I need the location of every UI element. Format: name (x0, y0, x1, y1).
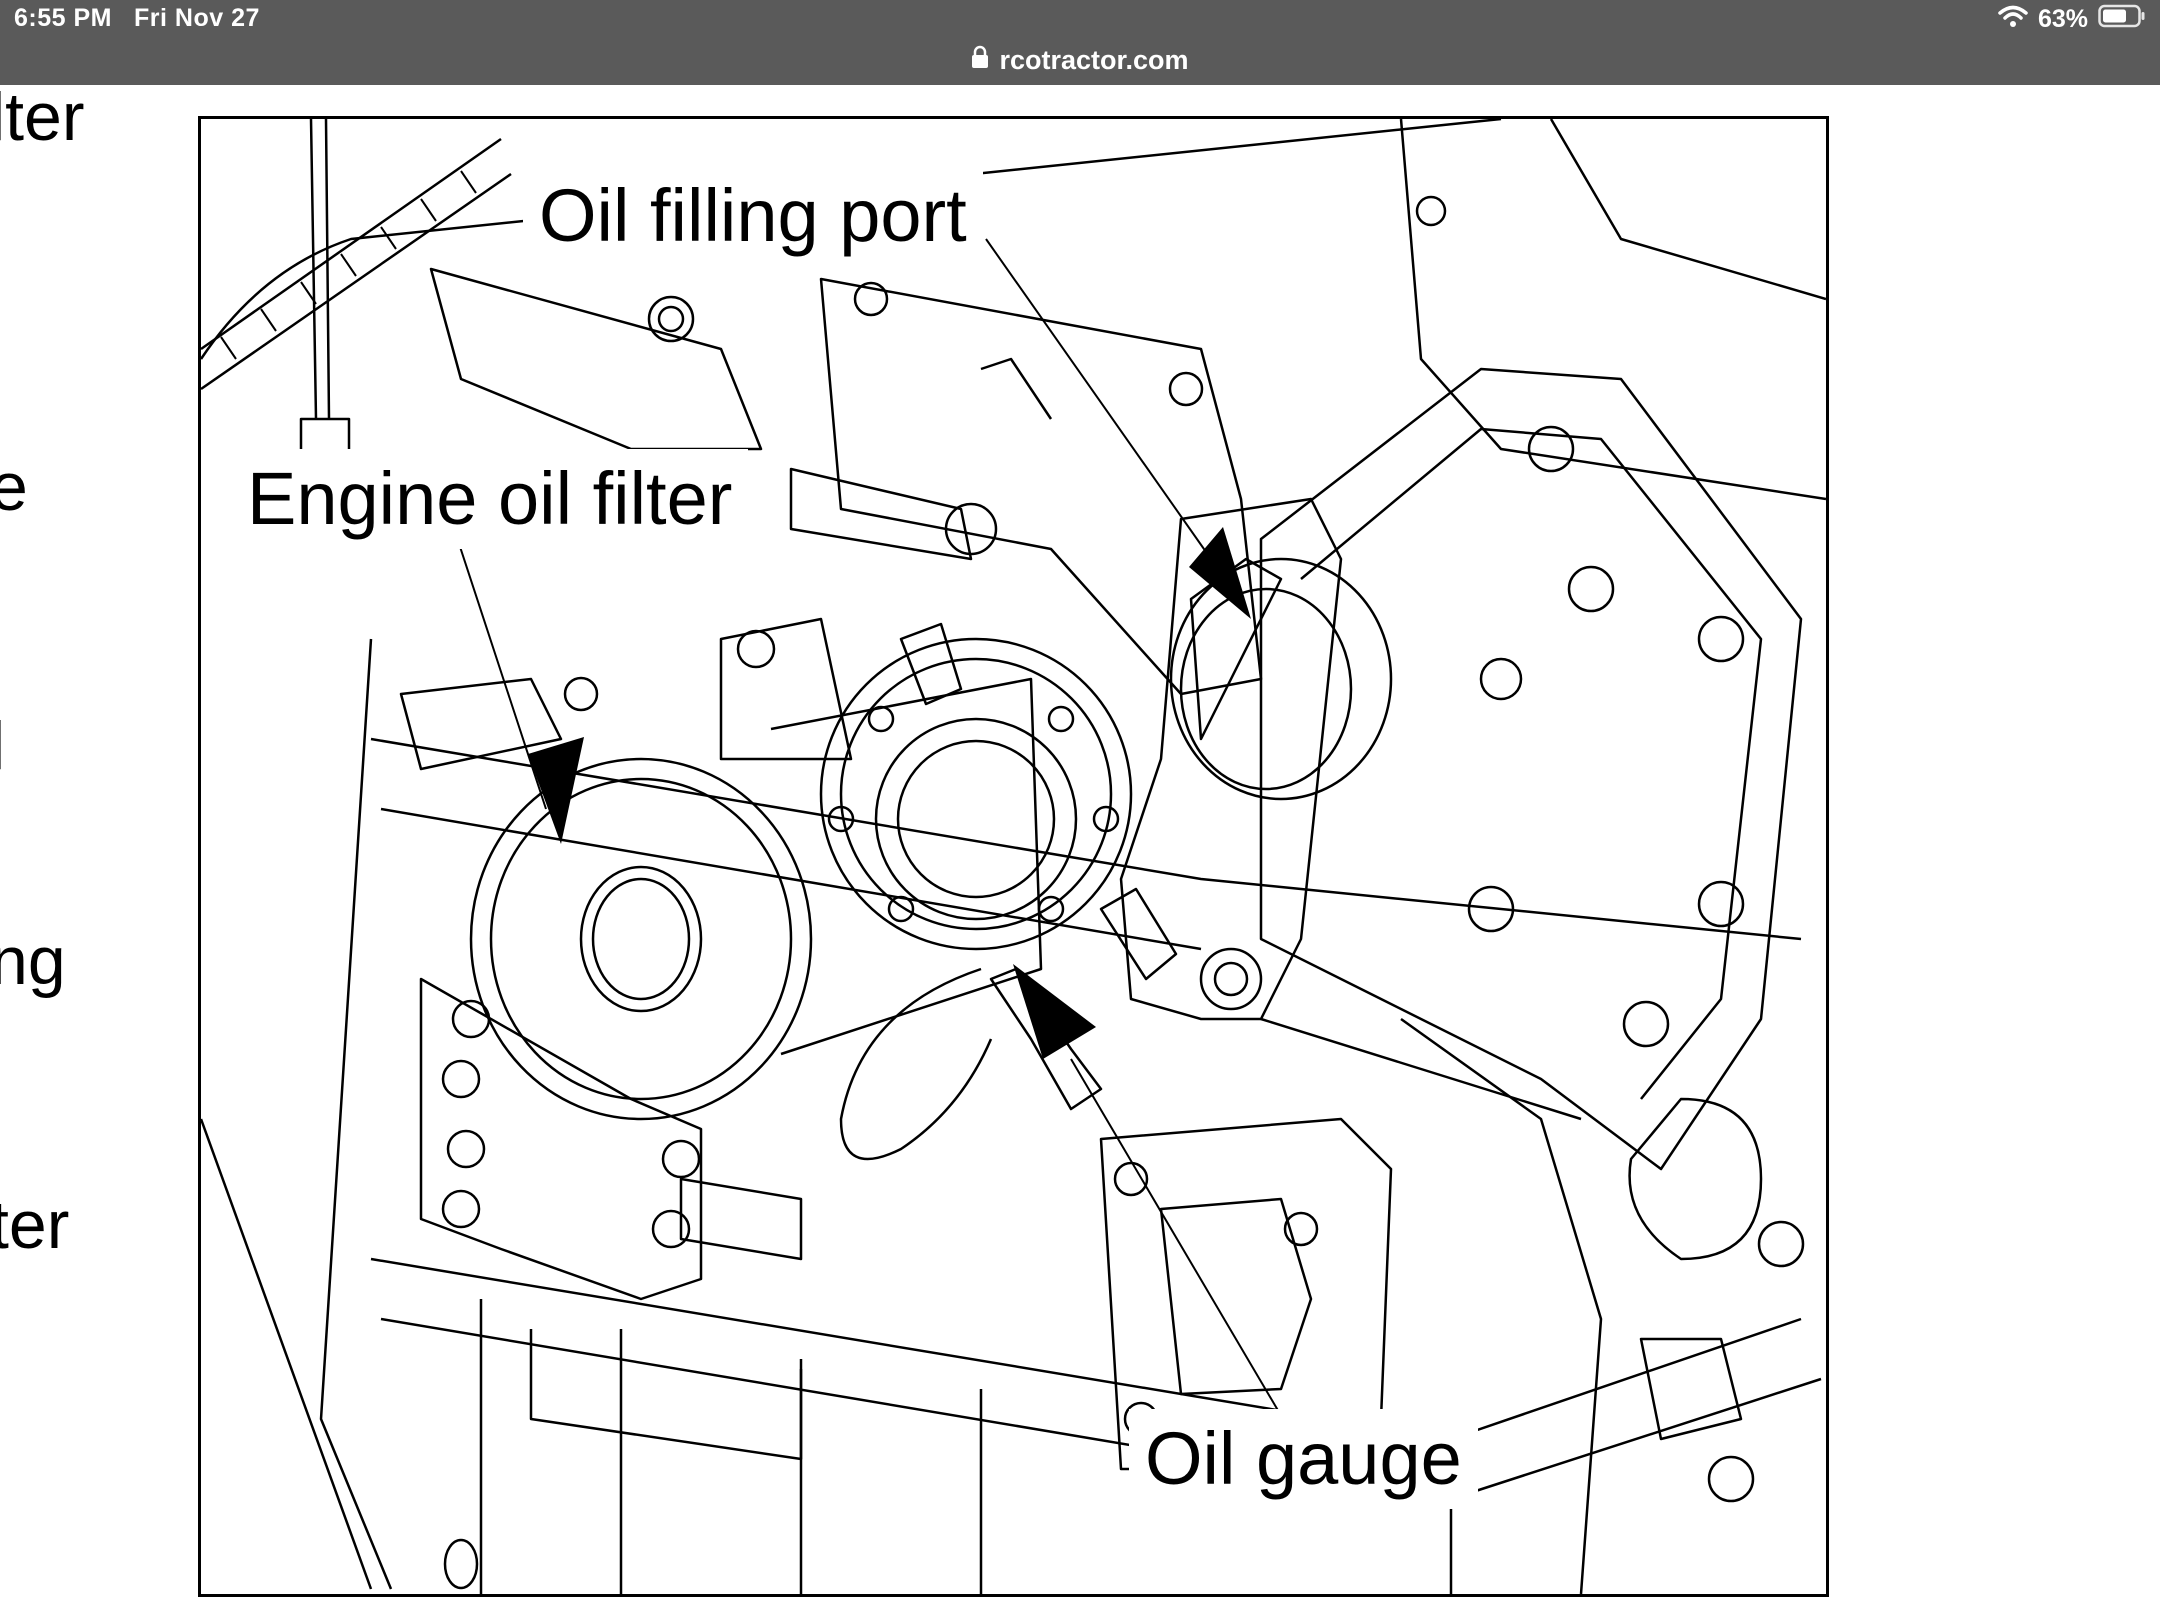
url-text: rcotractor.com (999, 44, 1189, 75)
lock-icon (971, 45, 989, 76)
battery-percent: 63% (2037, 5, 2088, 33)
left-text-fragment: ter (0, 1187, 70, 1263)
label-engine-oil-filter: Engine oil filter (231, 449, 749, 549)
address-bar[interactable]: rcotractor.com (0, 40, 2160, 80)
engine-line-drawing (201, 119, 1826, 1594)
wifi-icon (1998, 4, 2028, 35)
left-text-fragment: l (0, 707, 5, 785)
left-text-fragment: lter (0, 79, 85, 155)
status-date: Fri Nov 27 (134, 4, 260, 32)
status-time: 6:55 PM (14, 4, 112, 32)
engine-diagram: Oil filling port Engine oil filter Oil g… (198, 116, 1829, 1597)
label-oil-gauge: Oil gauge (1129, 1409, 1478, 1509)
battery-icon (2098, 4, 2146, 35)
status-bar: 6:55 PM Fri Nov 27 63% rcotractor.com (0, 0, 2160, 85)
left-text-fragment: ng (0, 923, 66, 999)
label-oil-filling-port: Oil filling port (523, 166, 983, 266)
status-right: 63% (1998, 4, 2146, 35)
left-text-fragment: e (0, 449, 28, 525)
